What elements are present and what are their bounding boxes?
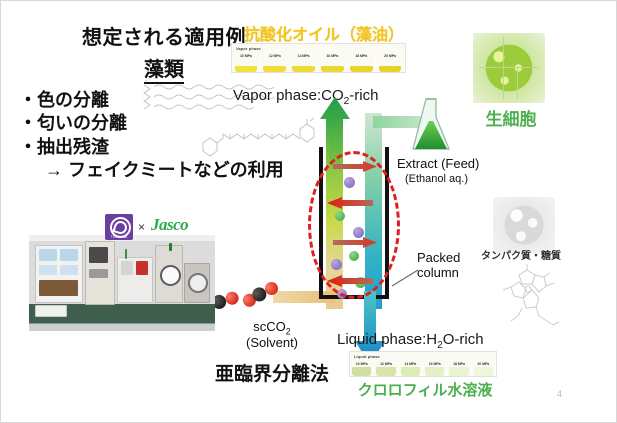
liquid-phase-subscript: 2 [437,340,443,351]
bullet-list: ・色の分離 ・匂いの分離 ・抽出残渣 → フェイクミートなどの利用 [19,89,319,183]
protein-carbohydrate-caption: タンパク質・糖質 [481,251,561,262]
vial-pressure-label: 12 MPa [268,54,281,58]
vial-pressure-label: 12 MPa [380,362,392,366]
vial-pressure-label: 10 MPa [240,54,252,58]
list-item: → フェイクミートなどの利用 [45,160,284,181]
vial-liquid [400,366,420,376]
packed-column-line1: Packed [417,250,461,265]
carotenoid-structure-icon [202,117,315,157]
list-item: ・色の分離 [19,90,109,110]
list-item: ・匂いの分離 [19,113,127,134]
vial: 18 MPa [347,53,377,72]
liquid-outlet-arrow-icon [355,291,385,365]
vial-liquid [349,65,373,72]
liquid-phase-label: Liquid phase:H2O-rich [337,331,484,351]
vial-pressure-label: 20 MPa [477,362,490,366]
vial-pressure-label: 14 MPa [297,54,310,58]
solvent-sublabel: (Solvent) [245,335,299,350]
vial-liquid [263,65,287,72]
vapor-phase-suffix: -rich [349,87,379,104]
vapor-phase-text: Vapor phase:CO [233,87,344,104]
vial: 20 MPa [376,53,405,72]
vial-pressure-label: 14 MPa [404,362,417,366]
vial-liquid [449,366,469,376]
antioxidant-oil-title: 抗酸化オイル（藻油） [243,27,404,44]
vapor-outlet-arrow-icon [320,97,350,167]
vial-liquid [352,366,372,376]
page-subtitle: 藻類 [29,53,299,84]
cell-residue-photo [493,197,555,253]
vial: 12 MPa [261,53,290,72]
extract-feed-sublabel: (Ethanol aq.) [405,173,468,185]
vial-liquid [378,65,402,72]
university-logo: TSUKUBA [105,214,133,240]
logo-separator: × [138,220,146,234]
extract-feed-label: Extract (Feed) [397,156,480,171]
equipment-photo [29,235,215,331]
vial: 12 MPa [374,361,399,376]
live-algae-cell-photo [473,33,545,103]
vial-liquid [320,65,344,72]
vial-row: 10 MPa 12 MPa 14 MPa 16 MPa 18 MPa 20 MP… [232,53,405,72]
highlight-ellipse [308,151,400,299]
page-subtitle-underlined: 藻類 [144,59,184,84]
vapor-phase-subscript: 2 [343,96,350,107]
co2-molecule-icon [240,276,285,310]
solvent-text: scCO [253,319,286,334]
vial: 16 MPa [318,53,348,72]
page-number: 4 [557,389,563,399]
logo-ring-icon [110,217,131,238]
vial-row: 10 MPa 12 MPa 14 MPa 16 MPa 18 MPa 20 MP… [350,361,496,376]
vial: 16 MPa [423,361,448,376]
erlenmeyer-flask-icon [412,98,451,150]
packed-column-leader-line [391,269,419,287]
vial-pressure-label: 18 MPa [453,362,465,366]
solvent-label: scCO2 [229,319,315,337]
vial-pressure-label: 20 MPa [384,54,396,58]
jasco-logo: Jasco [151,215,189,234]
list-item: ・抽出残渣 [19,136,109,157]
strip-label: Vapor phase [236,46,261,51]
packed-column-line2: column [417,264,459,280]
live-cells-caption: 生細胞 [485,110,537,129]
vial: 20 MPa [472,361,496,376]
vial-liquid [425,366,445,376]
vial: 18 MPa [447,361,472,376]
vial: 10 MPa [232,53,261,72]
strip-label: Liquid phase [354,354,380,359]
page-title: 想定される適用例 [82,27,246,49]
vial-pressure-label: 16 MPa [326,54,339,58]
solvent-subscript: 2 [285,326,291,337]
vial: 10 MPa [350,361,375,376]
vial-liquid [292,65,315,72]
chlorophyll-solution-caption: クロロフィル水溶液 [357,382,493,399]
method-title: 亜臨界分離法 [214,364,329,385]
vapor-phase-photo-strip: Vapor phase 10 MPa 12 MPa 14 MPa 16 MPa … [231,43,406,73]
liquid-phase-photo-strip: Liquid phase 10 MPa 12 MPa 14 MPa 16 MPa… [349,351,497,377]
vial-liquid [376,366,396,376]
vial-liquid [473,366,493,376]
triglyceride-structure-icon [143,80,275,110]
vial-pressure-label: 16 MPa [428,362,441,366]
vapor-phase-label: Vapor phase:CO2-rich [233,87,378,107]
vial-pressure-label: 18 MPa [355,54,368,58]
packed-column-label: Packed column [417,250,479,281]
vial: 14 MPa [290,53,319,72]
liquid-phase-text: Liquid phase:H [337,331,438,348]
vial-liquid [234,65,258,72]
chlorophyll-structure-icon [502,264,560,325]
vial-pressure-label: 10 MPa [355,362,368,366]
logo-text: TSUKUBA [110,235,128,239]
liquid-phase-suffix: O-rich [442,331,484,348]
vial: 14 MPa [399,361,423,376]
